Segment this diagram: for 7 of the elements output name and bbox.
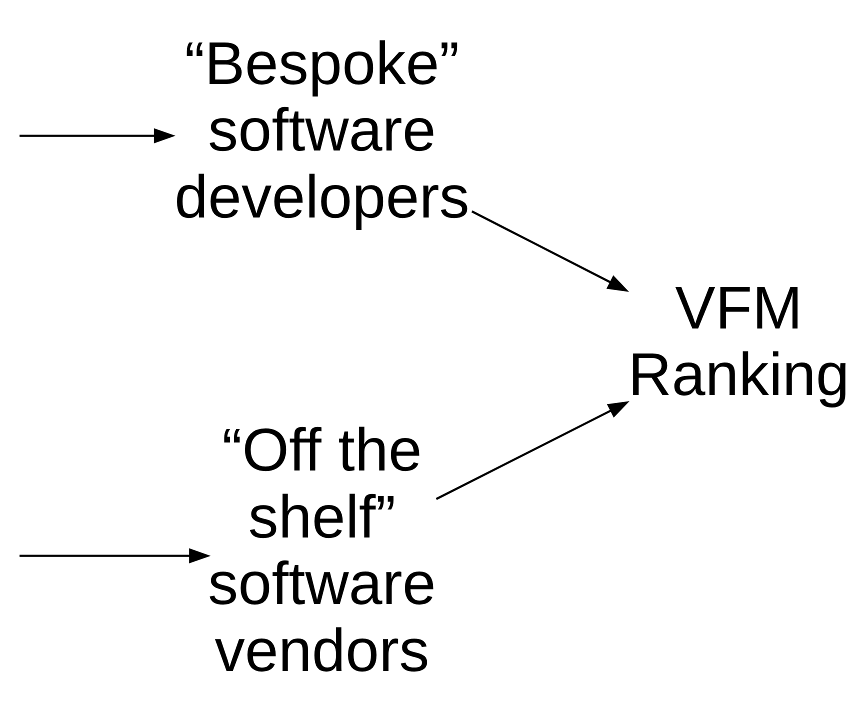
node-text: VFM Ranking [628, 272, 850, 408]
node-text: “Off the shelf” software vendors [208, 415, 436, 684]
arrow [20, 128, 176, 143]
arrow [471, 210, 630, 292]
arrow [436, 400, 630, 500]
node-text: “Bespoke” software developers [174, 28, 470, 230]
arrow [20, 548, 211, 563]
